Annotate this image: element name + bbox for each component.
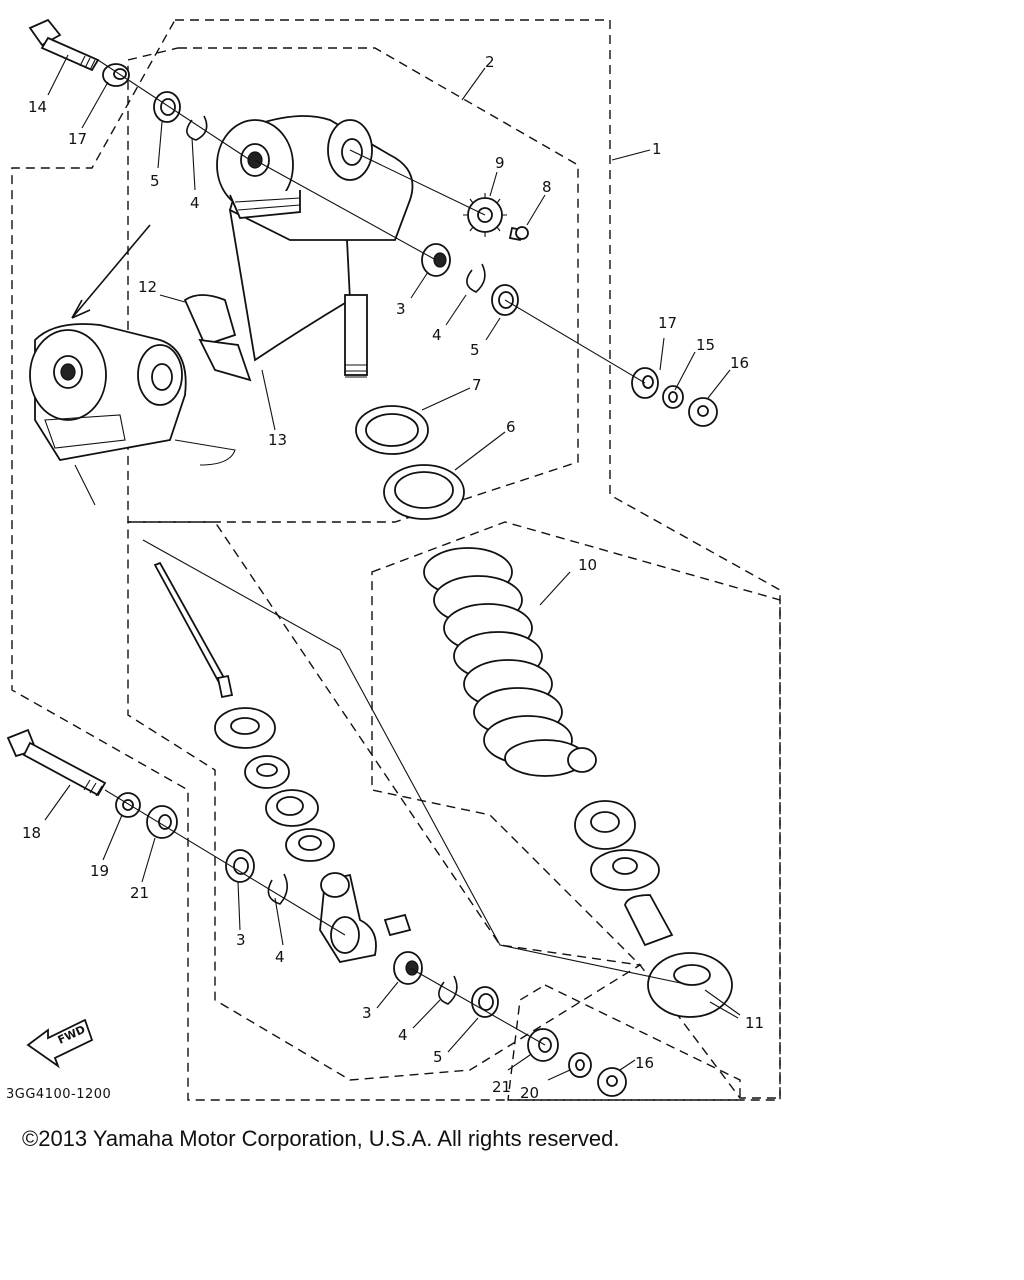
- bolt-14: [28, 18, 100, 72]
- callout-repeat-16-lower: 16: [635, 1054, 654, 1072]
- callout-17: 17: [658, 314, 677, 332]
- shock-upper-body: [216, 115, 414, 378]
- circlip-4-right: [466, 263, 486, 293]
- spring-10: [423, 547, 586, 777]
- callout-repeat-3-mid: 3: [236, 931, 246, 949]
- screw-8: [508, 226, 529, 242]
- callout-repeat-4-top: 4: [190, 194, 200, 212]
- locknut-6: [383, 464, 465, 520]
- callout-15: 15: [696, 336, 715, 354]
- callout-10: 10: [578, 556, 597, 574]
- callout-12: 12: [138, 278, 157, 296]
- callout-14: 14: [28, 98, 47, 116]
- washer-20: [568, 1052, 592, 1078]
- washer-15: [662, 385, 684, 409]
- callout-19: 19: [90, 862, 109, 880]
- nut-16-right: [688, 397, 718, 427]
- assembly-10-boundary: [371, 521, 781, 1099]
- damper-rod: [153, 561, 234, 699]
- callout-2: 2: [485, 53, 495, 71]
- callout-20: 20: [520, 1084, 539, 1102]
- callout-8: 8: [542, 178, 552, 196]
- callout-11: 11: [745, 1014, 764, 1032]
- collar-17-top: [102, 63, 130, 87]
- assembly-1-boundary: [11, 19, 781, 1101]
- nut-16-lower: [597, 1067, 627, 1097]
- shock-alternate-view: [29, 224, 252, 506]
- callout-9: 9: [495, 154, 505, 172]
- callout-6: 6: [506, 418, 516, 436]
- leader-lines: [44, 54, 741, 1081]
- assembly-11-boundary: [507, 984, 741, 1101]
- callout-16: 16: [730, 354, 749, 372]
- callout-labels: 1 2 3 4 5 6 7 8 9 10 11 12 13 14 15 16 1…: [22, 53, 764, 1102]
- callout-3: 3: [396, 300, 406, 318]
- assembly-centre-lines: [97, 59, 691, 1046]
- lower-clevis: [319, 872, 412, 964]
- spring-seat-stack: [567, 747, 674, 947]
- copyright-notice: ©2013 Yamaha Motor Corporation, U.S.A. A…: [22, 1126, 620, 1151]
- callout-repeat-5-top: 5: [150, 172, 160, 190]
- diagram-part-code: 3GG4100-1200: [6, 1087, 111, 1102]
- callout-4: 4: [432, 326, 442, 344]
- washer-19: [115, 792, 141, 818]
- collar-21-right: [527, 1028, 559, 1062]
- callout-5: 5: [470, 341, 480, 359]
- callout-repeat-21-right: 21: [492, 1078, 511, 1096]
- circlip-4-lower-left: [267, 873, 288, 905]
- callout-repeat-17-top: 17: [68, 130, 87, 148]
- callout-18: 18: [22, 824, 41, 842]
- callout-repeat-5-lower: 5: [433, 1048, 443, 1066]
- bearing-5-lower-left: [225, 849, 255, 883]
- bearing-5-top: [153, 91, 181, 123]
- circlip-4-top: [186, 115, 208, 141]
- bolt-18: [6, 728, 107, 797]
- collar-21-left: [146, 805, 178, 839]
- bearing-5-lower-right: [471, 986, 499, 1018]
- assembly-2-boundary: [127, 47, 579, 523]
- circlip-4-lower-right: [438, 975, 458, 1005]
- callout-7: 7: [472, 376, 482, 394]
- locknut-7: [355, 405, 429, 455]
- assembly-lower-boundary: [127, 521, 643, 1081]
- fwd-arrow-icon: FWD: [26, 1018, 94, 1069]
- collar-3-lower: [393, 951, 423, 985]
- callout-repeat-4-mid: 4: [275, 948, 285, 966]
- bump-stop-stack: [214, 707, 335, 862]
- callout-21: 21: [130, 884, 149, 902]
- callout-1: 1: [652, 140, 662, 158]
- callout-repeat-3-lower: 3: [362, 1004, 372, 1022]
- callout-13: 13: [268, 431, 287, 449]
- callout-repeat-4-lower: 4: [398, 1026, 408, 1044]
